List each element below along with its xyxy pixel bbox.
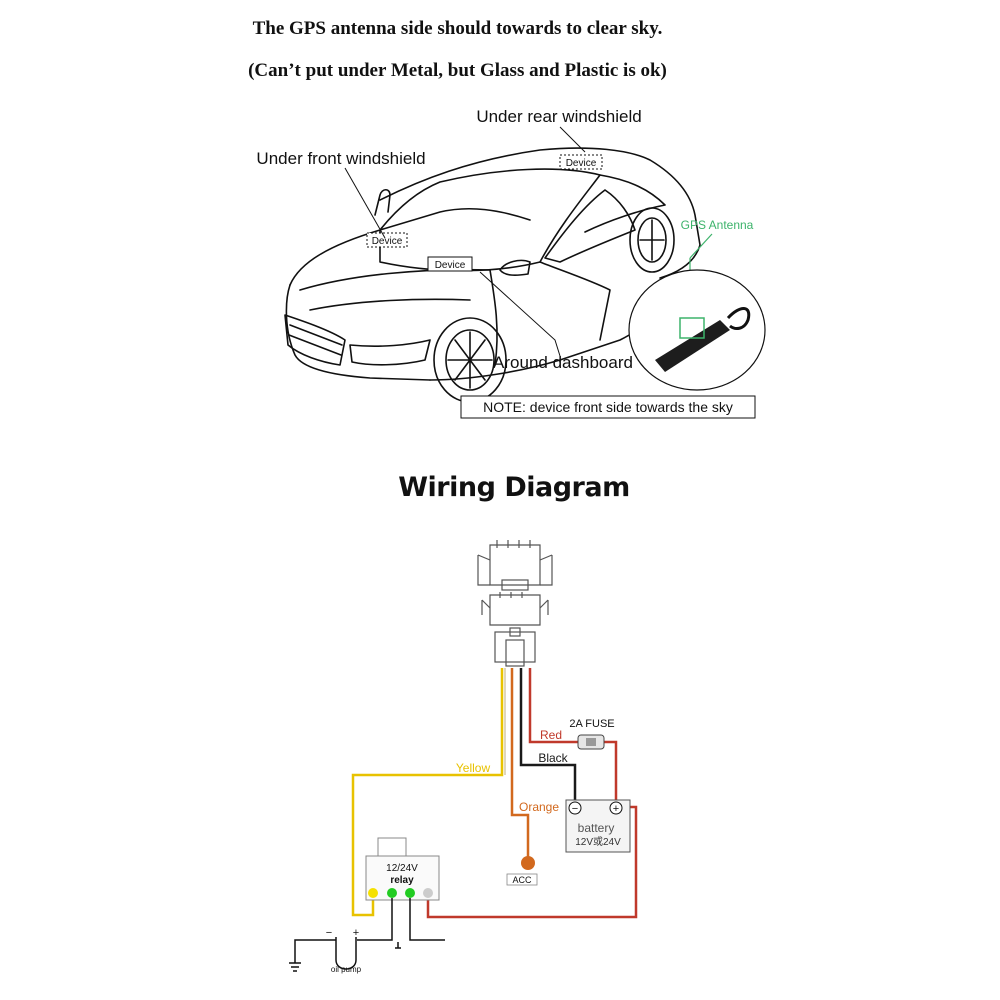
label-front-windshield: Under front windshield: [256, 149, 425, 168]
pump-minus: −: [326, 927, 332, 939]
pump-plus: +: [353, 927, 359, 939]
car-installation-illustration: Device Device Device Under rear windshie…: [256, 107, 766, 419]
oil-pump-label: oil pump: [331, 965, 362, 974]
wire-red: [528, 668, 578, 744]
label-yellow: Yellow: [456, 761, 491, 775]
relay-label: relay: [390, 875, 414, 886]
device-tag-front-text: Device: [372, 236, 403, 247]
label-gps-antenna: GPS Antenna: [681, 218, 754, 232]
note-text: NOTE: device front side towards the sky: [483, 399, 733, 415]
acc-label: ACC: [512, 875, 532, 885]
relay-pin-gray: [423, 888, 433, 898]
wire-yellow: [351, 668, 504, 917]
relay-pin-green-2: [405, 888, 415, 898]
car-outline: [284, 147, 701, 403]
wire-orange: [510, 668, 530, 858]
battery-plus-terminal: [609, 801, 623, 815]
relay-pin-green-1: [387, 888, 397, 898]
antenna-zone-box: [679, 317, 705, 339]
acc-terminal: [521, 856, 535, 870]
wire-black: [519, 668, 577, 800]
relay-voltage: 12/24V: [386, 863, 418, 874]
device-tag-rear: [559, 154, 603, 170]
battery-label: battery: [578, 821, 615, 835]
plug-connector: [477, 540, 553, 667]
relay: 12/24V relay: [365, 837, 440, 901]
battery-minus-sign: −: [572, 803, 578, 815]
note-box: [460, 395, 756, 419]
fuse-label: 2A FUSE: [569, 718, 614, 730]
label-red: Red: [540, 728, 562, 742]
device-tag-front: [366, 232, 408, 248]
antenna-zoom-circle: [628, 269, 766, 391]
device-tag-dashboard: [427, 256, 473, 272]
label-dashboard: Around dashboard: [493, 353, 633, 372]
battery-minus-terminal: [568, 801, 582, 815]
device-tag-dashboard-text: Device: [435, 260, 466, 271]
instruction-line-2: (Can’t put under Metal, but Glass and Pl…: [248, 60, 667, 81]
wiring-diagram-title: Wiring Diagram: [398, 472, 630, 503]
wire-red-relay: [426, 805, 638, 919]
wiring-diagram: 2A FUSE Red Black Orange Yellow − + batt…: [289, 540, 638, 974]
label-rear-windshield: Under rear windshield: [476, 107, 641, 126]
pump-circuit: [289, 898, 445, 972]
fuse-icon: [577, 734, 605, 750]
instruction-line-1: The GPS antenna side should towards to c…: [252, 18, 663, 39]
device-tag-rear-text: Device: [566, 158, 597, 169]
label-orange: Orange: [519, 800, 559, 814]
battery-spec: 12V或24V: [575, 836, 621, 848]
battery-plus-sign: +: [613, 803, 619, 815]
relay-pin-yellow: [368, 888, 378, 898]
gps-tracker-device: [655, 307, 751, 372]
label-black: Black: [538, 751, 568, 765]
battery: − + battery 12V或24V: [565, 799, 631, 853]
